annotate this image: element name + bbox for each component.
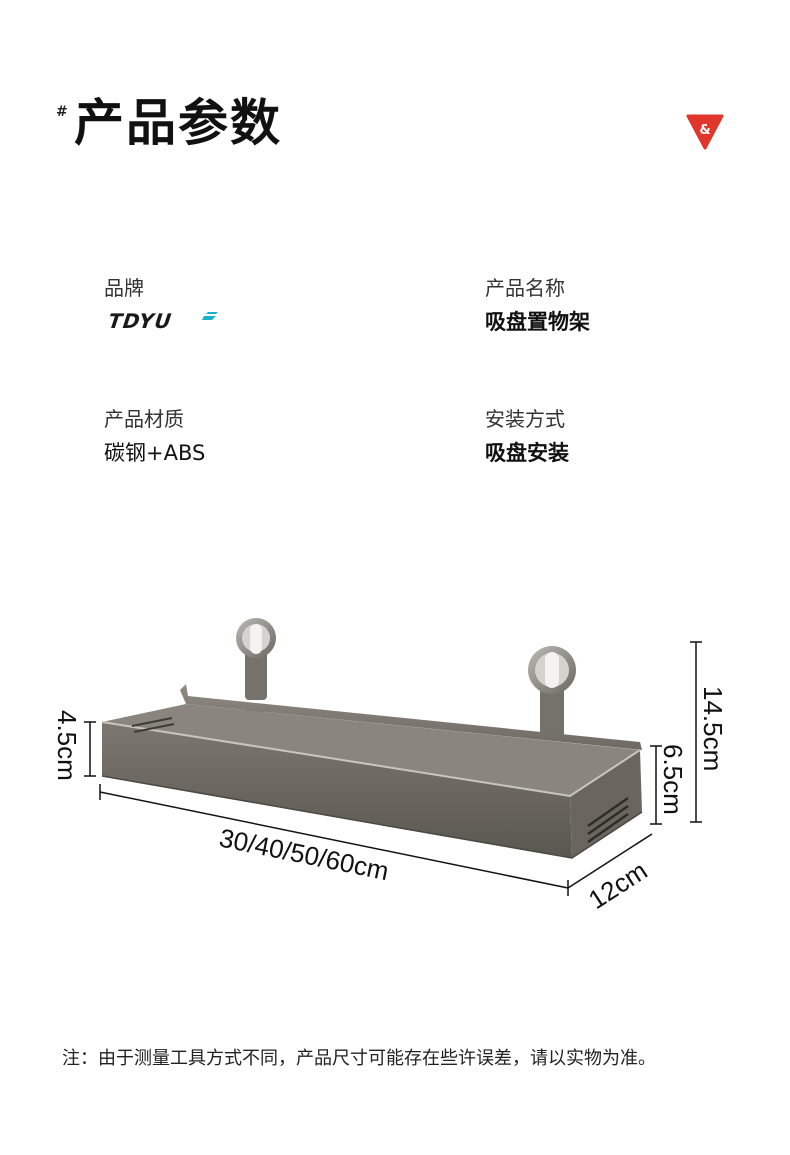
spec-label-material: 产品材质	[104, 407, 184, 431]
suction-cup-left-icon	[236, 618, 276, 732]
spec-label-product-name: 产品名称	[485, 276, 565, 300]
brand-badge-icon: &	[686, 114, 724, 150]
spec-brand: 品牌 TDYU	[104, 278, 220, 336]
spec-label-brand: 品牌	[104, 276, 144, 300]
spec-product-name: 产品名称 吸盘置物架	[485, 278, 590, 333]
dim-front-height-label: 4.5cm	[52, 710, 82, 781]
spec-install: 安装方式 吸盘安装	[485, 409, 569, 464]
dim-front-height	[84, 721, 96, 777]
dim-depth	[567, 833, 653, 889]
spec-value-product-name: 吸盘置物架	[485, 310, 590, 334]
spec-value-material: 碳钢+ABS	[104, 441, 206, 465]
dim-side-height-label: 6.5cm	[658, 744, 688, 815]
dim-side-height	[650, 745, 662, 825]
dim-depth-label: 12cm	[583, 855, 653, 915]
dim-length-label: 30/40/50/60cm	[217, 822, 392, 886]
spec-material: 产品材质 碳钢+ABS	[104, 409, 205, 464]
page-title: 产品参数	[74, 94, 282, 152]
dim-total-height-label: 14.5cm	[698, 686, 728, 771]
brand-logo-text: TDYU	[105, 310, 176, 332]
hash-mark: #	[56, 104, 68, 120]
spec-label-install: 安装方式	[485, 407, 565, 431]
product-diagram: 4.5cm 30/40/50/60cm 12cm 6.5cm 14.5cm	[52, 618, 728, 915]
spec-value-install: 吸盘安装	[485, 441, 569, 465]
brand-logo: TDYU	[105, 309, 218, 333]
disclaimer-note: 注：由于测量工具方式不同，产品尺寸可能存在些许误差，请以实物为准。	[62, 1048, 656, 1069]
dim-total-height	[690, 641, 702, 823]
badge-symbol: &	[699, 123, 710, 138]
